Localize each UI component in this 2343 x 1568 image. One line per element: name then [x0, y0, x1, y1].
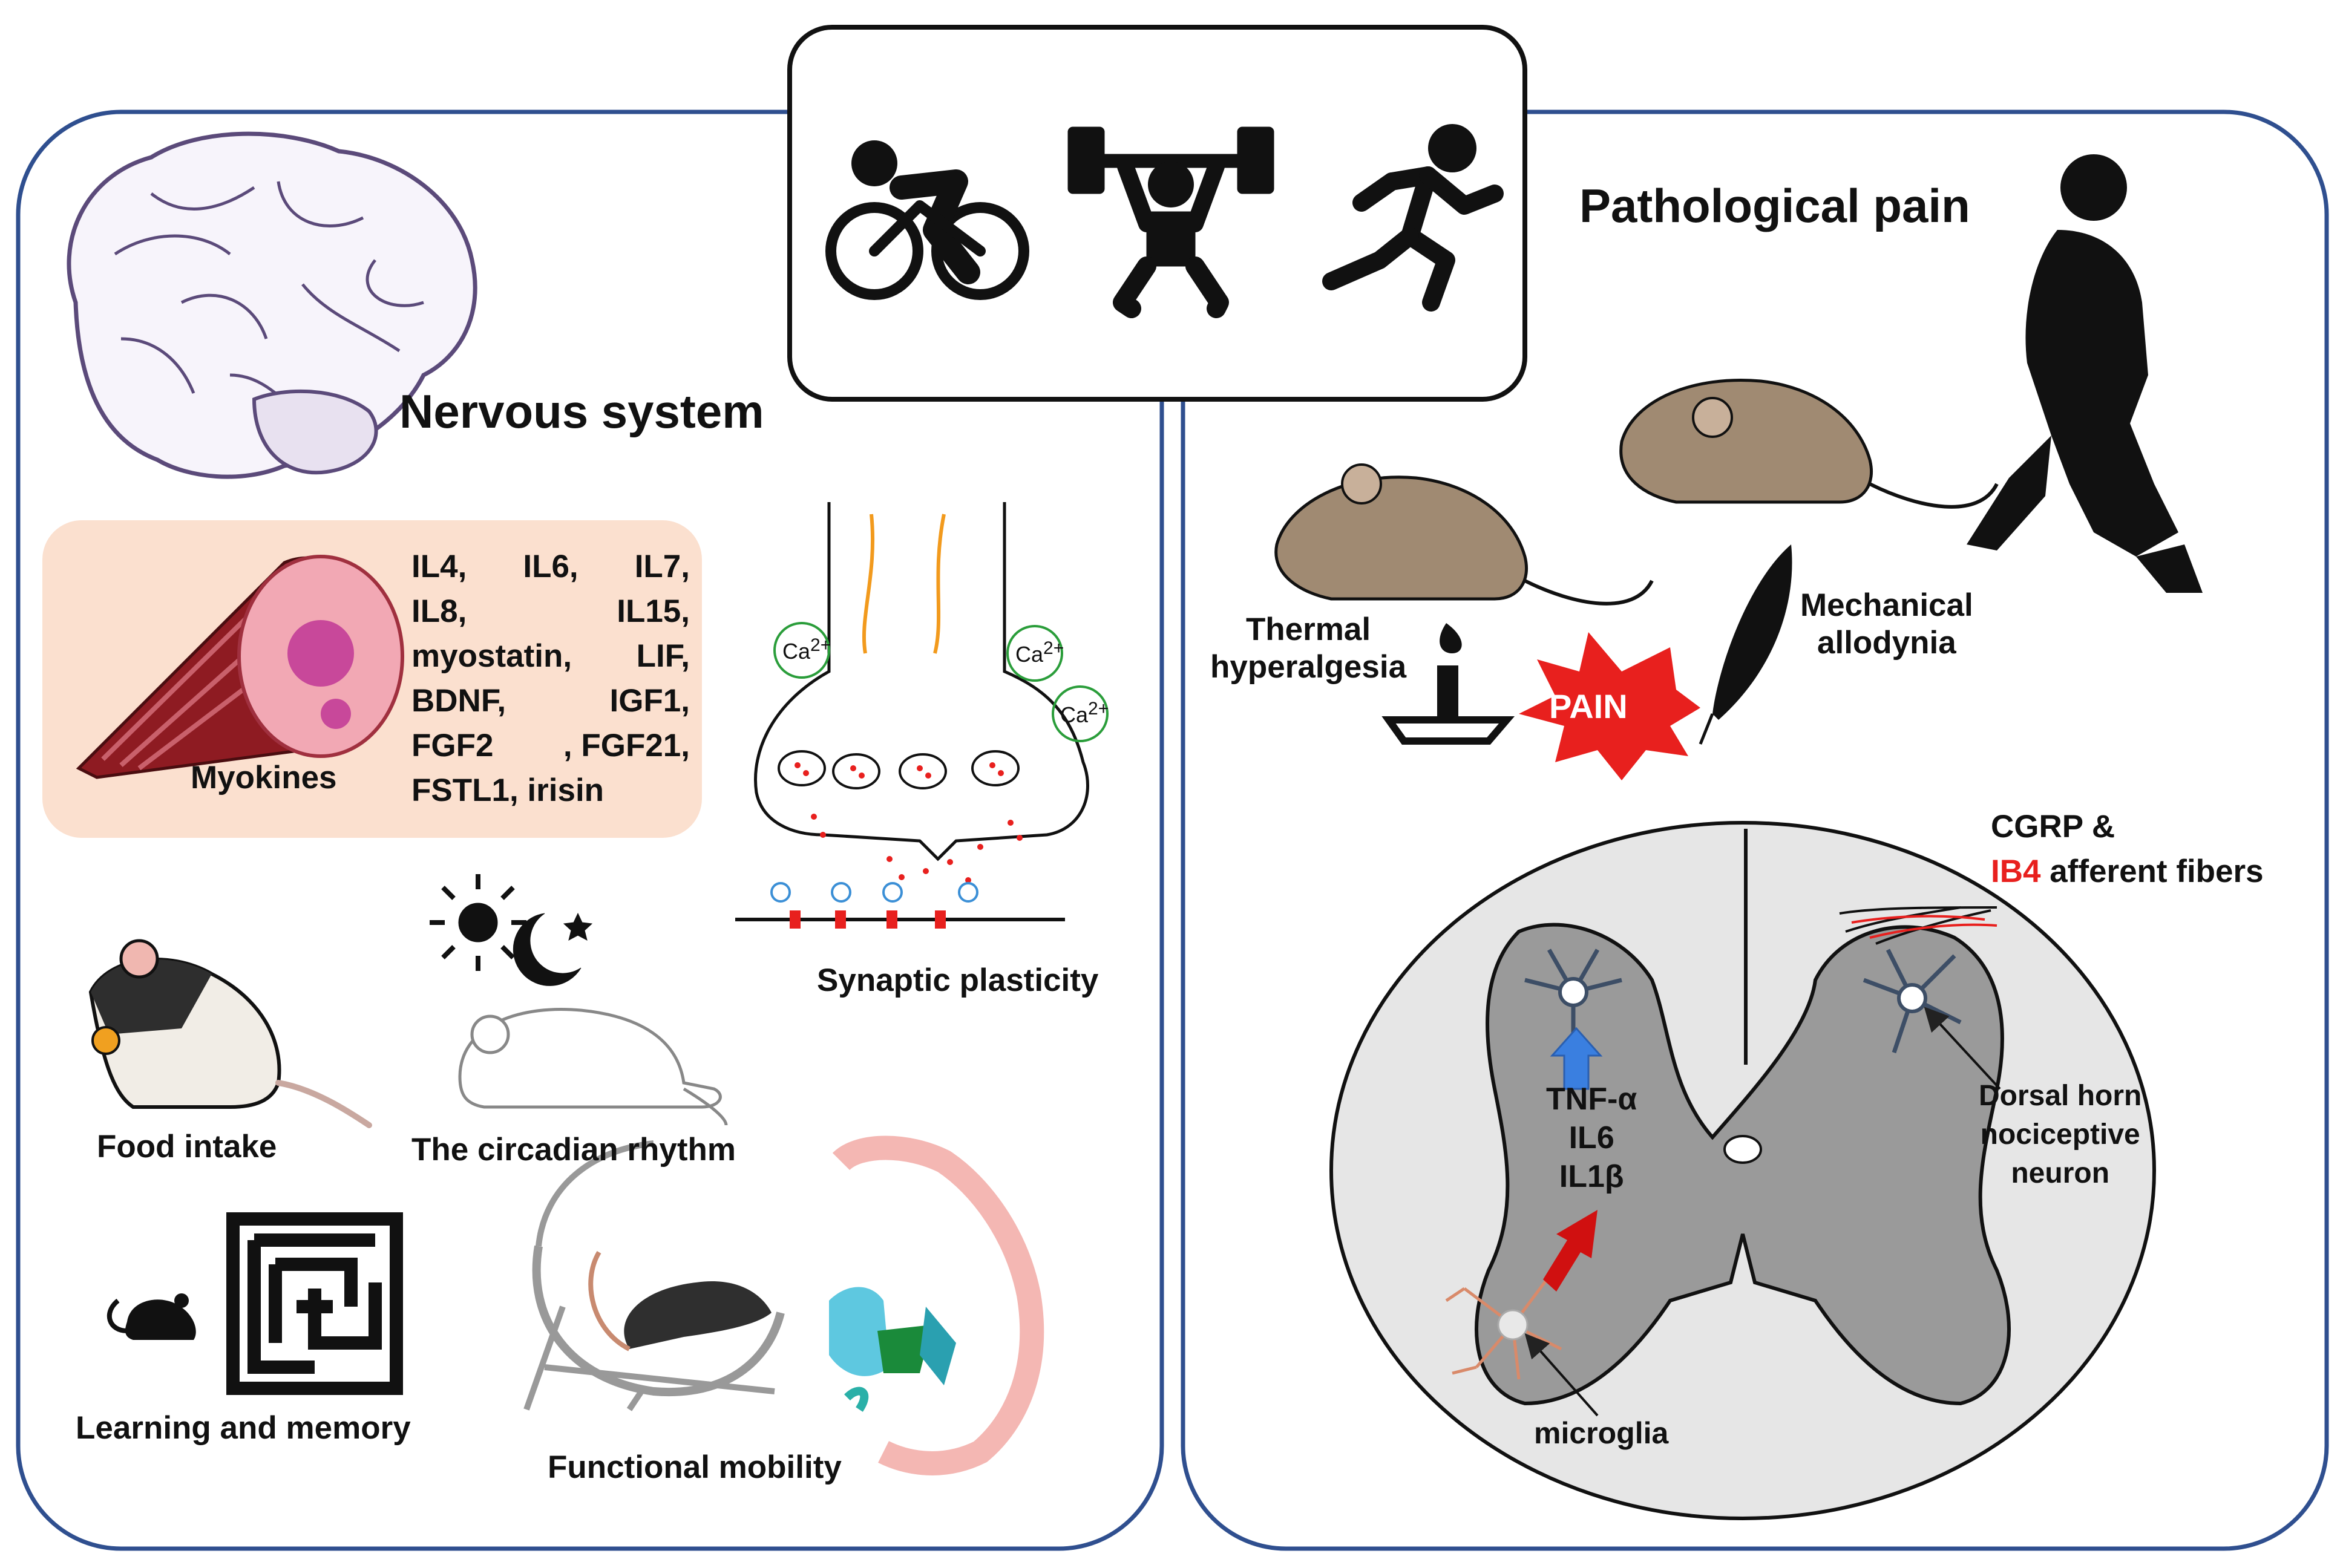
- dorsal-horn-neuron-label: Dorsal horn nociceptive neuron: [1979, 1080, 2142, 1189]
- brain-illustration: [67, 131, 477, 479]
- running-wheel-illustration: [523, 1140, 785, 1411]
- myokine-row: BDNF,IGF1,: [411, 683, 690, 719]
- learning-memory-label: Learning and memory: [76, 1410, 411, 1446]
- afferent-fibers-label: CGRP & IB4 afferent fibers: [1991, 809, 2264, 889]
- brain-section-illustration: [829, 1135, 1044, 1475]
- rat-thermal-illustration: [1274, 463, 1654, 606]
- nervous-system-title: Nervous system: [399, 385, 764, 438]
- microglia-label: microglia: [1534, 1416, 1669, 1450]
- microglia-cell: [1445, 1263, 1568, 1380]
- neuron-pointer-arrow: [1924, 1007, 2001, 1090]
- pain-badge-label: PAIN: [1549, 687, 1628, 725]
- synaptic-plasticity-label: Synaptic plasticity: [817, 962, 1099, 998]
- feather-icon: [1699, 544, 1792, 745]
- myokines-label: Myokines: [191, 760, 337, 795]
- myokine-row: IL8,IL15,: [411, 593, 690, 629]
- microglia-pointer-arrow: [1524, 1333, 1599, 1417]
- red-up-arrow: [1543, 1210, 1598, 1292]
- thermal-hyperalgesia-label: Thermal hyperalgesia: [1210, 612, 1407, 685]
- pathological-pain-title: Pathological pain: [1579, 179, 1970, 232]
- circadian-rhythm-label: The circadian rhythm: [411, 1132, 736, 1168]
- myokine-row: FSTL1, irisin: [411, 773, 605, 808]
- running-icon: [1322, 124, 1504, 312]
- afferent-fibers: [1839, 906, 1997, 945]
- weightlifting-icon: [1067, 126, 1274, 318]
- bicycle-icon: [825, 140, 1029, 300]
- mouse-silhouette-icon: [106, 1293, 196, 1340]
- sun-moon-icon: [430, 874, 593, 986]
- sleeping-mouse-illustration: [458, 1008, 728, 1126]
- food-intake-label: Food intake: [97, 1129, 277, 1165]
- nervous-system-panel: [16, 109, 1164, 1551]
- myokine-row: FGF2, FGF21,: [411, 728, 690, 763]
- myokine-row: myostatin,LIF,: [411, 638, 690, 674]
- pathological-pain-panel: [1181, 109, 2329, 1551]
- glial-cell-left: [1524, 949, 1622, 1040]
- muscle-illustration: [76, 555, 404, 779]
- maze-illustration: [226, 1212, 403, 1395]
- synapse-illustration: [735, 502, 1109, 929]
- candle-icon: [1381, 623, 1515, 745]
- calcium-label-3: Ca2+: [1060, 699, 1109, 727]
- mechanical-allodynia-label: Mechanical allodynia: [1800, 587, 1973, 661]
- person-back-pain-silhouette: [1967, 154, 2203, 593]
- calcium-label-1: Ca2+: [782, 635, 831, 664]
- pain-badge: [1519, 632, 1700, 780]
- rat-mechanical-illustration: [1619, 378, 1999, 509]
- cytokine-list: TNF-α IL6 IL1β: [1546, 1082, 1637, 1194]
- myokine-row: IL4,IL6,IL7,: [411, 549, 690, 584]
- calcium-label-2: Ca2+: [1015, 638, 1064, 667]
- eating-mouse-illustration: [88, 939, 372, 1128]
- functional-mobility-label: Functional mobility: [548, 1449, 842, 1485]
- blue-up-arrow: [1550, 1027, 1603, 1090]
- myokine-list: IL4,IL6,IL7, IL8,IL15, myostatin,LIF, BD…: [411, 544, 690, 813]
- dorsal-horn-neuron: [1863, 949, 1962, 1054]
